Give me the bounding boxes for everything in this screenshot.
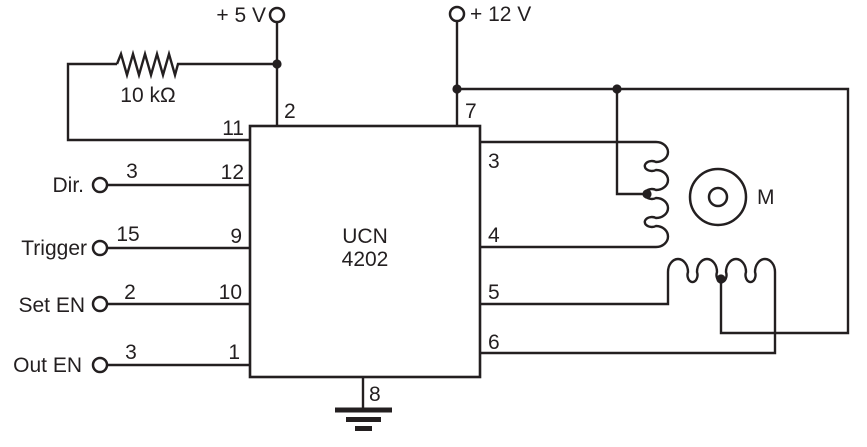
ground-icon	[335, 407, 392, 431]
junction-dots	[272, 59, 726, 284]
pin-label-12: 12	[221, 161, 244, 184]
wire-number-set-en: 2	[124, 281, 136, 304]
terminal-trigger	[91, 239, 109, 257]
wire-number-trigger: 15	[116, 223, 139, 246]
ic-name-line2: 4202	[342, 248, 389, 271]
terminal-out-en	[91, 356, 109, 374]
wire-12v-rail	[457, 87, 850, 335]
pin-label-10: 10	[219, 281, 242, 304]
junction-tap-a	[642, 189, 652, 199]
pin-label-6: 6	[488, 331, 500, 354]
terminal-set-en	[91, 295, 109, 313]
resistor-value-label: 10 kΩ	[120, 84, 175, 107]
wire-pin6	[480, 272, 777, 355]
junction-5v	[272, 59, 282, 69]
wire-number-out-en: 3	[125, 341, 137, 364]
wire-tap-branch-a	[615, 89, 647, 196]
input-label-dir: Dir.	[53, 174, 85, 197]
pin-label-8: 8	[369, 383, 381, 406]
terminal-5v	[268, 6, 286, 24]
pin-label-3: 3	[488, 150, 500, 173]
pin-label-9: 9	[230, 225, 242, 248]
pin-label-11: 11	[222, 117, 244, 140]
junction-12v-rail	[612, 84, 622, 94]
wire-pin5	[480, 272, 670, 306]
ic-name-line1: UCN	[342, 225, 388, 248]
junction-12v-pin7	[452, 84, 462, 94]
ic-body	[248, 124, 482, 379]
junction-tap-b	[716, 274, 726, 284]
terminal-dir	[91, 176, 109, 194]
input-label-out-en: Out EN	[13, 354, 82, 377]
pin-label-7: 7	[465, 100, 477, 123]
motor-inner-circle	[707, 186, 729, 208]
terminals	[91, 5, 466, 374]
label-5v: + 5 V	[216, 4, 266, 27]
label-12v: + 12 V	[470, 3, 531, 26]
pin-label-1: 1	[228, 341, 240, 364]
wire-resistor-to-pin11	[66, 62, 250, 142]
input-label-trigger: Trigger	[21, 237, 87, 260]
pin-label-2: 2	[284, 100, 296, 123]
motor-icon	[688, 167, 748, 227]
wires	[66, 14, 850, 410]
pin-label-5: 5	[488, 281, 500, 304]
pin-label-4: 4	[488, 224, 500, 247]
wire-number-dir: 3	[126, 160, 138, 183]
resistor-symbol	[115, 49, 277, 80]
terminal-12v	[448, 5, 466, 23]
motor-label: M	[757, 186, 775, 209]
input-label-set-en: Set EN	[18, 294, 85, 317]
